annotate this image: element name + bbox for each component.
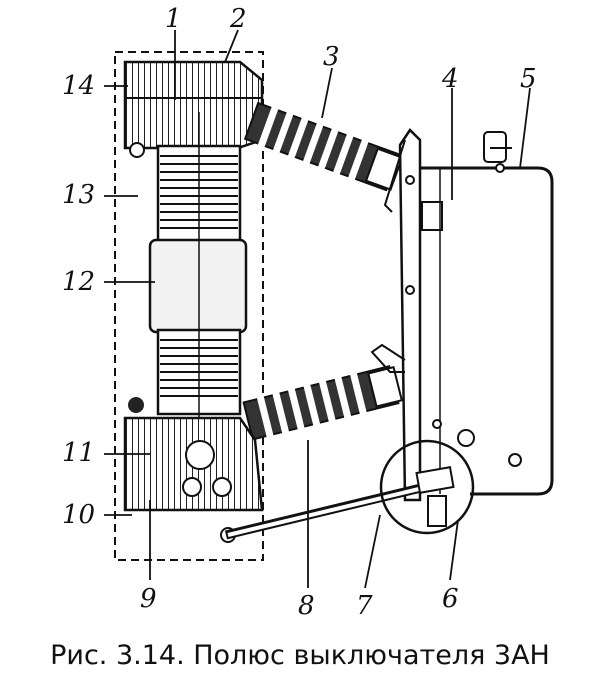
label-11: 11 <box>62 438 96 468</box>
upper-terminal-block <box>123 60 264 158</box>
label-9: 9 <box>140 584 157 614</box>
label-10: 10 <box>62 500 96 530</box>
leader-lines <box>104 29 531 589</box>
label-2: 2 <box>230 4 247 34</box>
label-14: 14 <box>62 71 96 101</box>
label-3: 3 <box>323 42 340 72</box>
dashed-enclosure <box>114 51 264 561</box>
linkage-detail-circle <box>379 419 475 535</box>
label-4: 4 <box>442 64 459 94</box>
vacuum-interrupter <box>148 112 248 470</box>
label-5: 5 <box>520 64 537 94</box>
operating-rod <box>224 482 427 540</box>
label-12: 12 <box>62 267 96 297</box>
label-1: 1 <box>165 4 182 34</box>
label-7: 7 <box>356 591 373 621</box>
label-8: 8 <box>298 591 315 621</box>
label-6: 6 <box>442 584 459 614</box>
pole-frame <box>370 128 443 502</box>
label-13: 13 <box>62 180 96 210</box>
mechanism-housing <box>420 131 554 496</box>
upper-support-insulator <box>243 101 404 192</box>
lower-terminal-block <box>123 397 264 543</box>
lower-support-insulator <box>242 365 403 441</box>
figure-caption: Рис. 3.14. Полюс выключателя 3АН <box>50 640 550 671</box>
